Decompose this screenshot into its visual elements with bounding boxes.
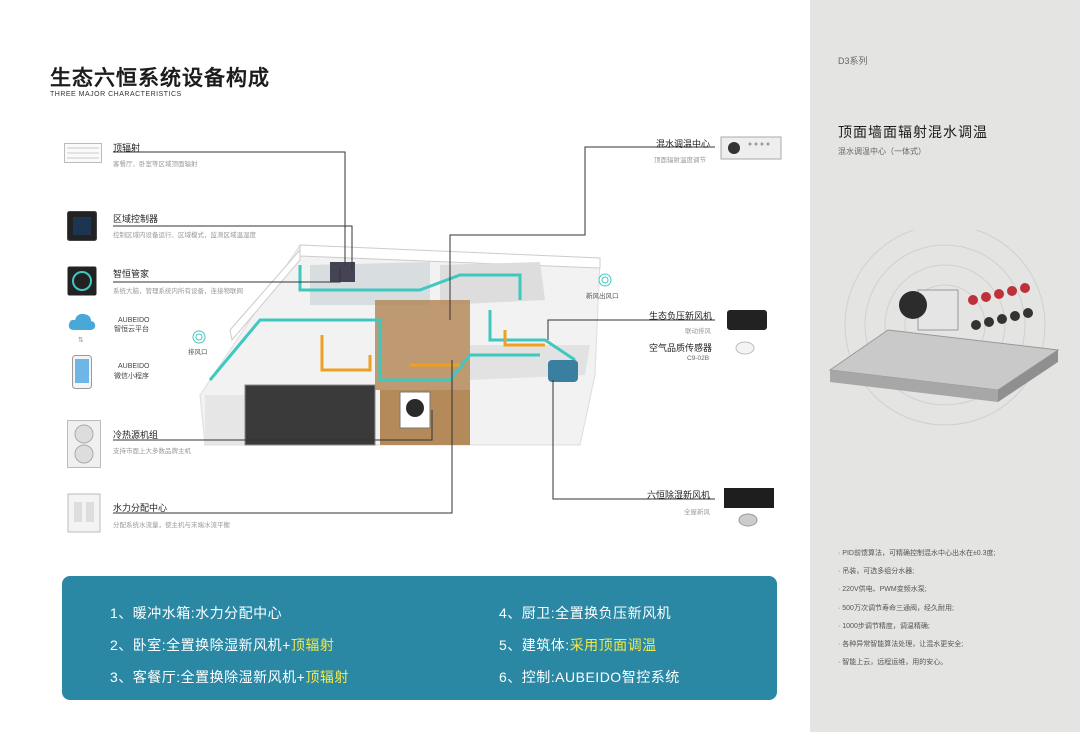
item-cloud-label: 智恒云平台 <box>114 326 149 333</box>
item-mixing-center-label: 混水调温中心 <box>656 139 711 149</box>
item-smart-butler-desc: 系统大脑，管理系统内所有设备，连接物联网 <box>113 288 243 295</box>
feature-item: · 1000步调节精度，调温精确; <box>838 622 930 630</box>
feature-item: · 220V供电、PWM变频水泵; <box>838 586 927 594</box>
page-title: 生态六恒系统设备构成 <box>50 67 270 90</box>
item-dehumidifier-label: 六恒除湿新风机 <box>647 490 711 500</box>
item-smart-butler-label: 智恒管家 <box>113 269 150 279</box>
item-mixing-center-desc: 顶面辐射温度调节 <box>654 157 706 164</box>
summary-item-4: 4、厨卫:全置换负压新风机 <box>499 605 672 621</box>
zone-controller-icon <box>67 211 97 241</box>
summary-panel <box>62 576 777 700</box>
summary-item-5: 5、建筑体:采用顶面调温 <box>499 637 657 653</box>
item-air-sensor-label: 空气品质传感器 <box>649 343 713 353</box>
item-ceiling-radiation-desc: 客餐厅、卧室等区域顶面辐射 <box>113 161 198 168</box>
item-hydraulic-label: 水力分配中心 <box>113 503 168 513</box>
item-heat-source-label: 冷热源机组 <box>113 430 159 440</box>
feature-item: · 500万次调节寿命三通阀，经久耐用; <box>838 604 954 612</box>
radiant-panel-icon <box>64 143 102 163</box>
item-hydraulic-desc: 分配系统水流量，使主机与末端水流平衡 <box>113 522 230 529</box>
fresh-air-outlet-label: 新风出风口 <box>586 293 619 300</box>
item-negative-pressure-desc: 联动排风 <box>685 328 711 335</box>
series-label: D3系列 <box>838 56 868 66</box>
item-dehumidifier-desc: 全屋新风 <box>684 509 710 516</box>
item-cloud-brand: AUBEIDO <box>118 317 150 324</box>
item-miniapp-brand: AUBEIDO <box>118 363 150 370</box>
feature-item: · PID前馈算法，可精确控制混水中心出水在±0.3度; <box>838 550 996 557</box>
feature-item: · 各种异常智能算法处理，让混水更安全; <box>838 640 964 648</box>
dehumidifier-unit-icon <box>724 488 774 527</box>
exhaust-label: 排风口 <box>188 349 208 356</box>
cloud-platform-icon <box>68 313 96 330</box>
sidebar-title: 顶面墙面辐射混水调温 <box>838 124 988 140</box>
item-heat-source-desc: 支持市面上大多数品牌主机 <box>113 448 191 455</box>
hydraulic-center-icon <box>67 493 101 533</box>
summary-item-3: 3、客餐厅:全置换除湿新风机+顶辐射 <box>110 669 349 685</box>
item-miniapp-label: 微信小程序 <box>114 373 149 380</box>
item-zone-controller-label: 区域控制器 <box>113 214 159 224</box>
feature-item: · 吊装，可选多组分水器; <box>838 568 915 576</box>
negative-pressure-unit-icon <box>727 310 767 330</box>
exhaust-vent-icon <box>192 330 206 344</box>
air-sensor-icon <box>735 341 755 355</box>
feature-item: · 智能上云，远程运维，用的安心。 <box>838 659 948 667</box>
heat-pump-icon <box>67 420 101 468</box>
item-ceiling-radiation-label: 顶辐射 <box>113 143 141 153</box>
mini-program-phone-icon <box>72 355 92 389</box>
item-zone-controller-desc: 控制区域内设备运行、区域模式，监测区域温湿度 <box>113 232 256 239</box>
summary-item-6: 6、控制:AUBEIDO智控系统 <box>499 669 680 685</box>
feature-list: · PID前馈算法，可精确控制混水中心出水在±0.3度; · 吊装，可选多组分水… <box>838 548 1070 675</box>
sync-arrows-icon: ⇅ <box>78 337 84 344</box>
smart-butler-icon <box>67 266 97 296</box>
page-subtitle: THREE MAJOR CHARACTERISTICS <box>50 91 182 98</box>
sidebar-subtitle: 混水调温中心（一体式） <box>838 147 926 156</box>
summary-item-2: 2、卧室:全置换除湿新风机+顶辐射 <box>110 637 335 653</box>
item-negative-pressure-label: 生态负压新风机 <box>649 311 713 321</box>
mixing-unit-product-image <box>828 230 1060 426</box>
fresh-air-outlet-icon <box>598 273 612 287</box>
mixing-center-icon <box>720 136 782 160</box>
item-air-sensor-model: C9-02B <box>687 355 710 362</box>
summary-item-1: 1、暖冲水箱:水力分配中心 <box>110 605 283 621</box>
